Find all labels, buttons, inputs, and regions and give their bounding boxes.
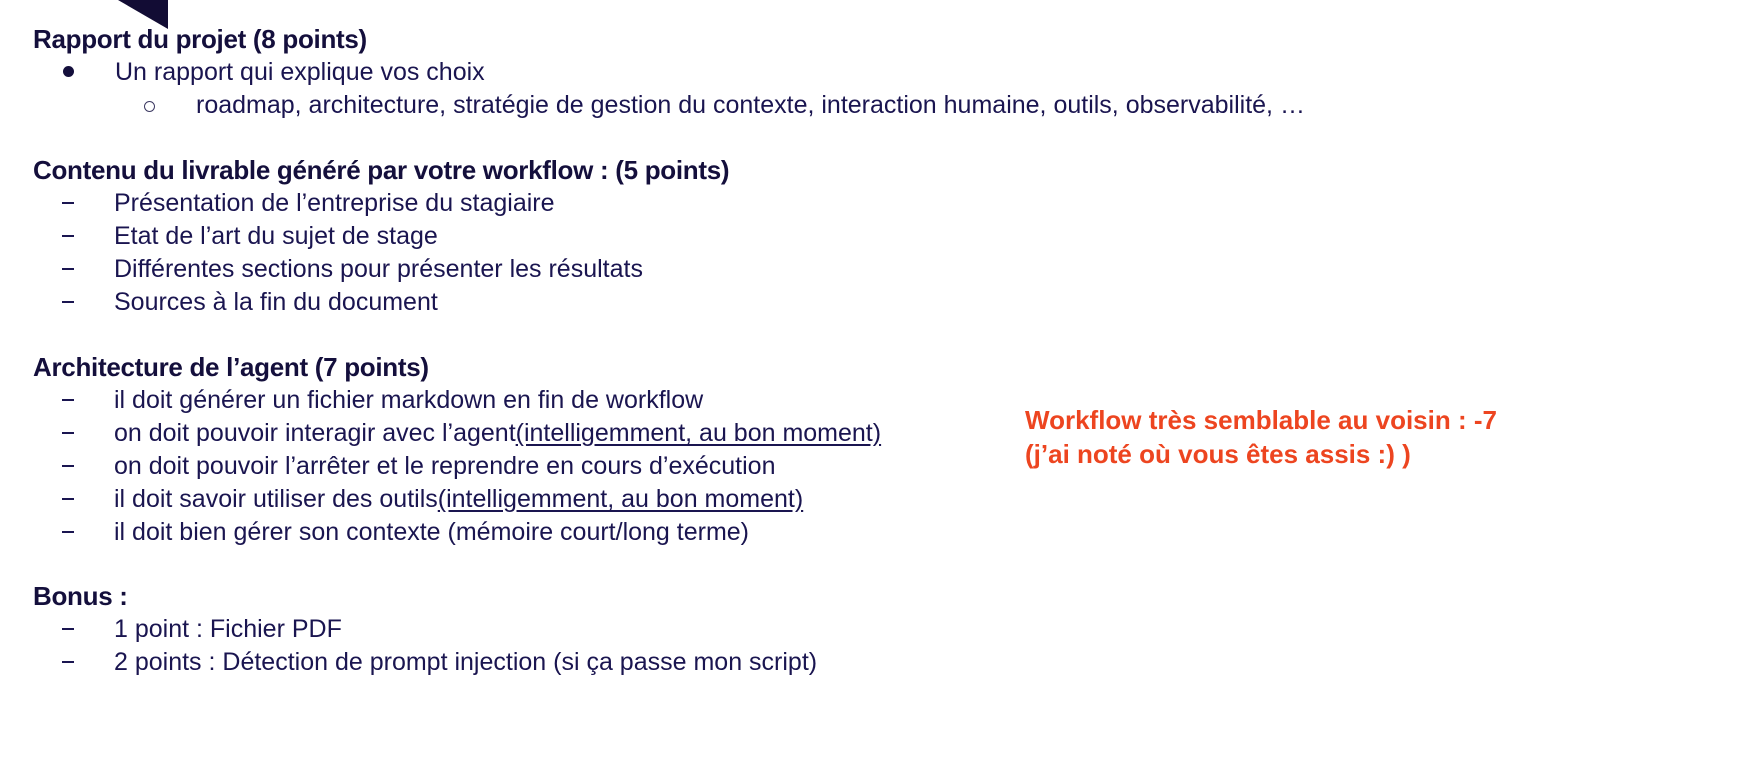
list-item: il doit bien gérer son contexte (mémoire…	[33, 516, 881, 549]
annotation-line-2: (j’ai noté où vous êtes assis :) )	[1025, 439, 1411, 469]
bullet-list: Présentation de l’entreprise du stagiair…	[33, 187, 729, 319]
section-heading: Architecture de l’agent (7 points)	[33, 352, 429, 382]
section-contenu-du-livrable: Contenu du livrable généré par votre wor…	[33, 153, 730, 319]
list-item: il doit savoir utiliser des outils (inte…	[33, 483, 881, 516]
list-item-label: roadmap, architecture, stratégie de gest…	[196, 91, 1305, 119]
decorative-triangle-icon	[118, 0, 168, 29]
list-item-label: Etat de l’art du sujet de stage	[114, 222, 438, 250]
list-item: 2 points : Détection de prompt injection…	[33, 646, 817, 679]
list-item: roadmap, architecture, stratégie de gest…	[33, 89, 1305, 122]
list-item-label: Différentes sections pour présenter les …	[114, 255, 643, 283]
list-item: Un rapport qui explique vos choix	[33, 56, 1305, 89]
list-item: Différentes sections pour présenter les …	[33, 253, 729, 286]
list-item-label: 1 point : Fichier PDF	[114, 615, 342, 643]
section-heading: Rapport du projet (8 points)	[33, 24, 367, 54]
bullet-list: il doit générer un fichier markdown en f…	[33, 384, 881, 549]
list-item-label: on doit pouvoir interagir avec l’agent	[114, 419, 516, 447]
list-item: il doit générer un fichier markdown en f…	[33, 384, 881, 417]
annotation-line-1: Workflow très semblable au voisin : -7	[1025, 405, 1497, 435]
list-item: 1 point : Fichier PDF	[33, 613, 817, 646]
section-rapport-du-projet: Rapport du projet (8 points) Un rapport …	[33, 22, 1305, 122]
list-item-label: on doit pouvoir l’arrêter et le reprendr…	[114, 452, 776, 480]
list-item-label: Un rapport qui explique vos choix	[115, 58, 485, 86]
list-item-emphasis: (intelligemment, au bon moment)	[515, 419, 882, 447]
list-item-label: 2 points : Détection de prompt injection…	[114, 648, 818, 676]
list-item: Présentation de l’entreprise du stagiair…	[33, 187, 729, 220]
bullet-list: Un rapport qui explique vos choix roadma…	[33, 56, 1305, 122]
section-architecture-de-l-agent: Architecture de l’agent (7 points) il do…	[33, 350, 881, 549]
section-heading: Contenu du livrable généré par votre wor…	[33, 155, 730, 185]
list-item: Sources à la fin du document	[33, 286, 729, 319]
list-item: on doit pouvoir l’arrêter et le reprendr…	[33, 450, 881, 483]
list-item-label: il doit générer un fichier markdown en f…	[114, 386, 704, 414]
list-item-emphasis: (intelligemment, au bon moment)	[437, 485, 804, 513]
bullet-list: 1 point : Fichier PDF 2 points : Détecti…	[33, 613, 817, 679]
list-item-label: Sources à la fin du document	[114, 288, 438, 316]
list-item-label: il doit bien gérer son contexte (mémoire…	[114, 518, 750, 546]
list-item: on doit pouvoir interagir avec l’agent (…	[33, 417, 881, 450]
list-item-label: il doit savoir utiliser des outils	[114, 485, 438, 513]
list-item-label: Présentation de l’entreprise du stagiair…	[114, 189, 555, 217]
list-item: Etat de l’art du sujet de stage	[33, 220, 729, 253]
grading-annotation: Workflow très semblable au voisin : -7 (…	[1025, 403, 1497, 471]
section-heading: Bonus :	[33, 581, 128, 611]
section-bonus: Bonus : 1 point : Fichier PDF 2 points :…	[33, 579, 817, 679]
